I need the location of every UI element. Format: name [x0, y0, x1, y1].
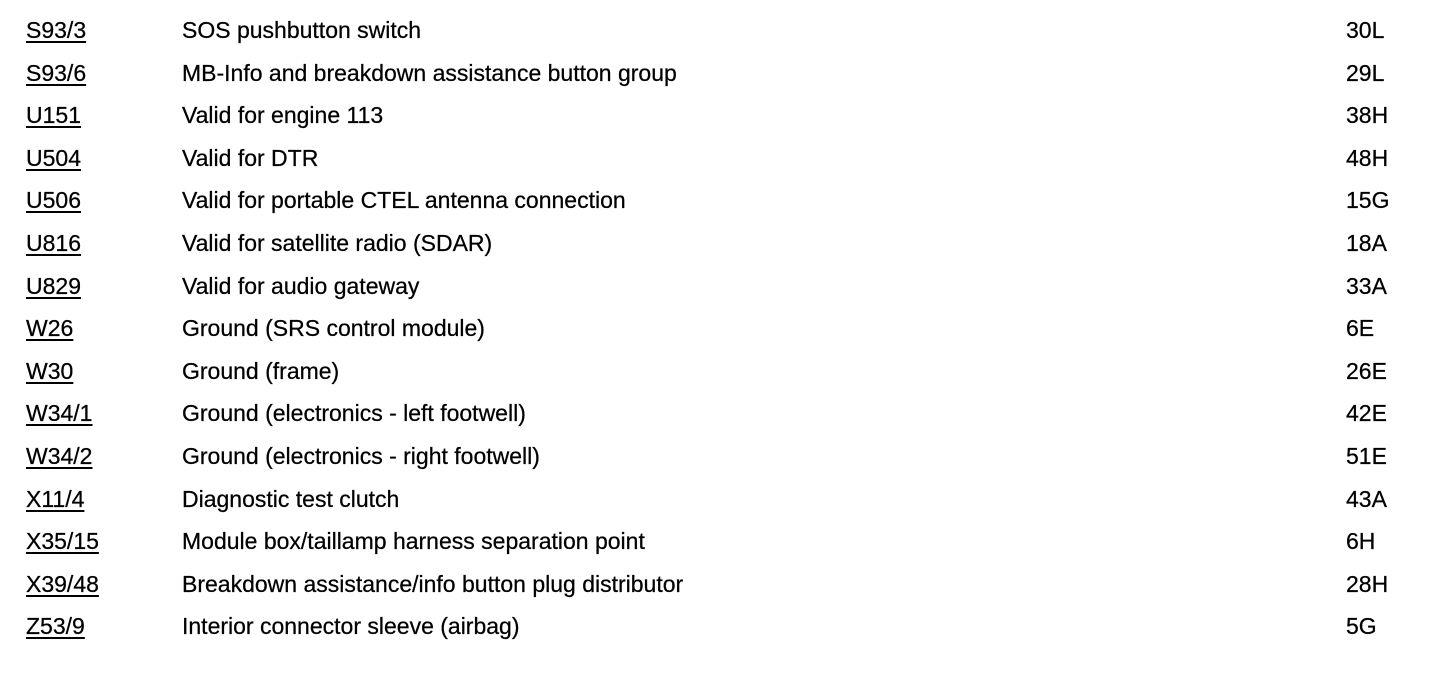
component-code-link[interactable]: U829 [26, 272, 81, 299]
table-row: X39/48 Breakdown assistance/info button … [0, 563, 1440, 606]
table-row: U829 Valid for audio gateway 33A [0, 265, 1440, 308]
table-row: U816 Valid for satellite radio (SDAR) 18… [0, 222, 1440, 265]
component-code-link[interactable]: X35/15 [26, 528, 99, 555]
table-row: U151 Valid for engine 113 38H [0, 94, 1440, 137]
grid-reference: 6E [1346, 315, 1375, 342]
component-code-link[interactable]: S93/3 [26, 17, 87, 43]
component-description: Valid for DTR [182, 144, 319, 171]
table-row: W26 Ground (SRS control module) 6E [0, 307, 1440, 350]
grid-reference: 43A [1346, 485, 1387, 512]
table-row: W30 Ground (frame) 26E [0, 350, 1440, 393]
table-row: U506 Valid for portable CTEL antenna con… [0, 179, 1440, 222]
component-description: Valid for portable CTEL antenna connecti… [182, 187, 626, 214]
component-code-link[interactable]: S93/6 [26, 59, 87, 86]
table-row: W34/2 Ground (electronics - right footwe… [0, 435, 1440, 478]
table-row: S93/6 MB-Info and breakdown assistance b… [0, 52, 1440, 95]
table-row: X35/15 Module box/taillamp harness separ… [0, 520, 1440, 563]
component-description: Interior connector sleeve (airbag) [182, 613, 520, 640]
component-code-link[interactable]: U816 [26, 229, 81, 256]
component-code-link[interactable]: U506 [26, 187, 81, 214]
grid-reference: 5G [1346, 613, 1377, 640]
grid-reference: 33A [1346, 272, 1387, 299]
grid-reference: 38H [1346, 102, 1389, 129]
component-description: MB-Info and breakdown assistance button … [182, 59, 677, 86]
table-row: X11/4 Diagnostic test clutch 43A [0, 478, 1440, 521]
table-row: W34/1 Ground (electronics - left footwel… [0, 392, 1440, 435]
component-description: Diagnostic test clutch [182, 485, 400, 512]
grid-reference: 6H [1346, 528, 1376, 555]
table-row: S93/3 SOS pushbutton switch 30L [0, 9, 1440, 52]
component-description: Valid for engine 113 [182, 102, 384, 129]
component-code-link[interactable]: Z53/9 [26, 613, 85, 640]
grid-reference: 30L [1346, 17, 1385, 43]
grid-reference: 28H [1346, 570, 1389, 597]
component-description: SOS pushbutton switch [182, 17, 422, 43]
component-code-link[interactable]: X11/4 [26, 485, 85, 512]
component-description: Valid for audio gateway [182, 272, 420, 299]
component-code-link[interactable]: X39/48 [26, 570, 99, 597]
table-row: Z53/9 Interior connector sleeve (airbag)… [0, 605, 1440, 648]
grid-reference: 15G [1346, 187, 1390, 214]
component-code-link[interactable]: W34/1 [26, 400, 93, 427]
component-description: Valid for satellite radio (SDAR) [182, 229, 493, 256]
grid-reference: 42E [1346, 400, 1387, 427]
grid-reference: 29L [1346, 59, 1385, 86]
table-row: U504 Valid for DTR 48H [0, 137, 1440, 180]
component-legend-table: S93/3 SOS pushbutton switch 30L S93/6 MB… [0, 9, 1440, 648]
component-code-link[interactable]: U504 [26, 144, 81, 171]
component-description: Ground (electronics - right footwell) [182, 442, 540, 469]
grid-reference: 26E [1346, 357, 1387, 384]
grid-reference: 51E [1346, 442, 1387, 469]
component-code-link[interactable]: W34/2 [26, 442, 93, 469]
grid-reference: 18A [1346, 229, 1387, 256]
component-description: Ground (frame) [182, 357, 340, 384]
component-description: Ground (electronics - left footwell) [182, 400, 526, 427]
component-code-link[interactable]: W26 [26, 315, 74, 342]
grid-reference: 48H [1346, 144, 1389, 171]
component-code-link[interactable]: W30 [26, 357, 74, 384]
component-description: Module box/taillamp harness separation p… [182, 528, 645, 555]
component-description: Ground (SRS control module) [182, 315, 485, 342]
component-description: Breakdown assistance/info button plug di… [182, 570, 684, 597]
component-code-link[interactable]: U151 [26, 102, 81, 129]
